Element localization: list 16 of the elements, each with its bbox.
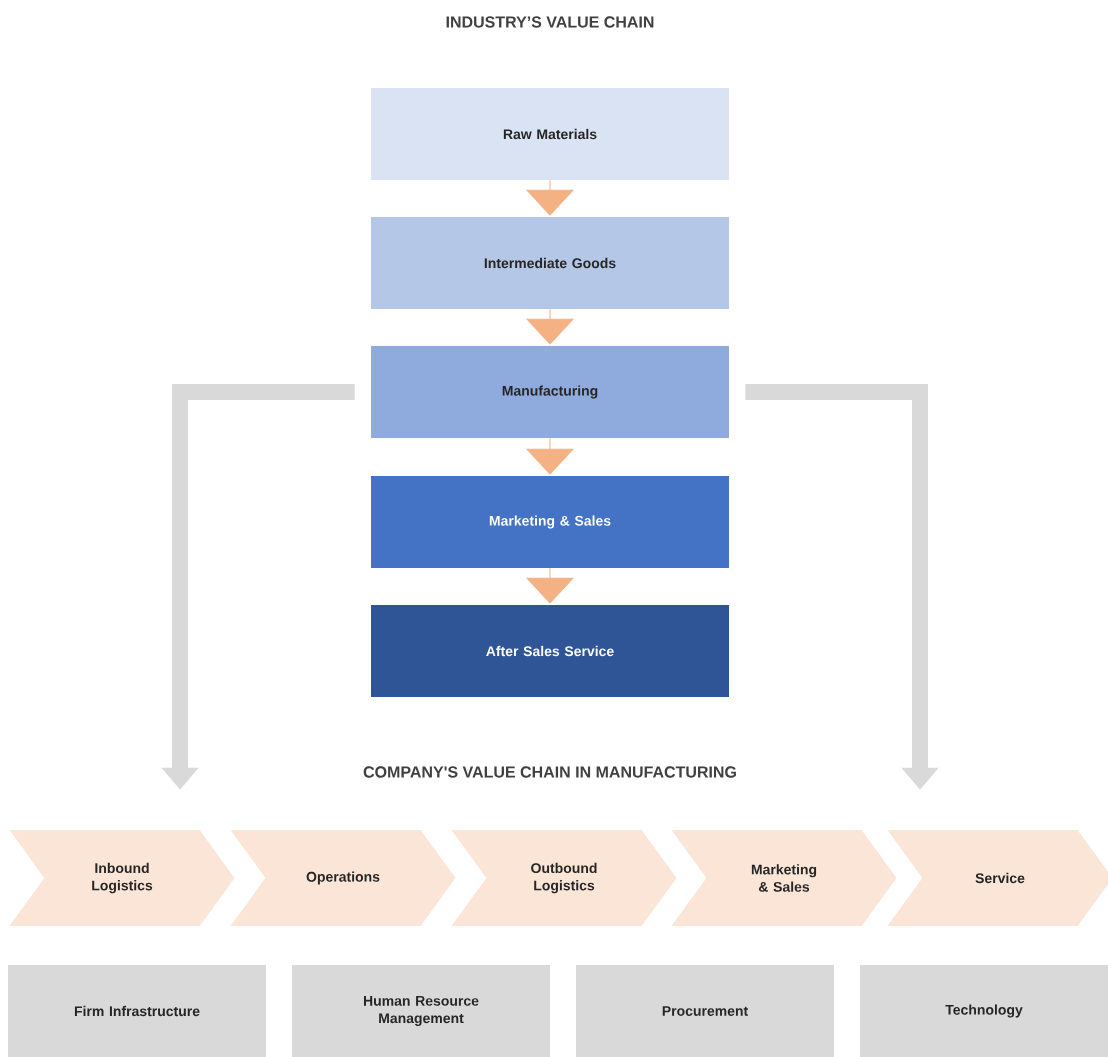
- chevron-step: Outbound Logistics: [451, 830, 677, 926]
- process-box: Marketing & Sales: [371, 476, 729, 568]
- title: INDUSTRY’S VALUE CHAIN: [446, 16, 654, 28]
- support-box: Technology: [860, 965, 1108, 1057]
- chevron-step: Marketing & Sales: [671, 830, 897, 926]
- chevron-step: Operations: [230, 830, 456, 926]
- support-box: Human Resource Management: [292, 965, 550, 1057]
- process-box: After Sales Service: [371, 605, 729, 697]
- support-box: Procurement: [576, 965, 834, 1057]
- chevron-step: Inbound Logistics: [9, 830, 235, 926]
- process-box: Intermediate Goods: [371, 217, 729, 309]
- process-box: Raw Materials: [371, 88, 729, 180]
- process-box: Manufacturing: [371, 346, 729, 438]
- section-heading: COMPANY'S VALUE CHAIN IN MANUFACTURING: [363, 766, 736, 778]
- support-box: Firm Infrastructure: [8, 965, 266, 1057]
- chevron-step: Service: [887, 830, 1108, 926]
